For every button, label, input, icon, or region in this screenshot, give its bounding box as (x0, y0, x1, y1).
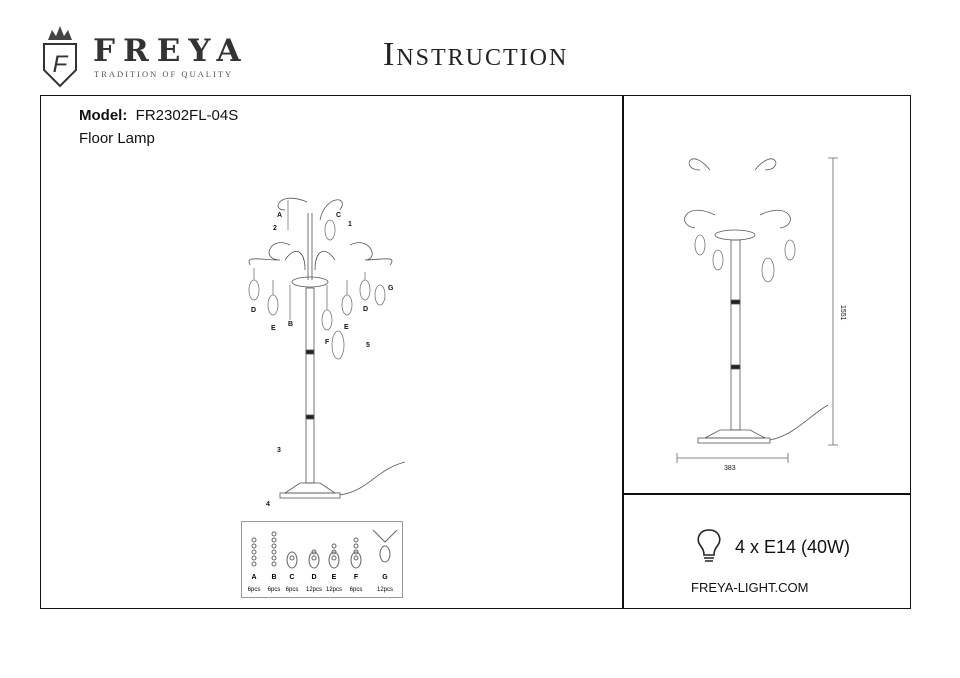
bead (353, 543, 359, 549)
bead (271, 555, 277, 561)
crystal-drop (350, 551, 362, 569)
part-letter: A (251, 574, 256, 581)
height-dimension: 1551 (839, 305, 846, 321)
freya-logo-icon: F (43, 26, 77, 88)
part-letter: G (382, 574, 388, 581)
website-link[interactable]: FREYA-LIGHT.COM (691, 580, 809, 595)
part-letter: C (289, 574, 294, 581)
part-letter: E (332, 574, 337, 581)
bead (353, 537, 359, 543)
part-qty: 6pcs (286, 587, 299, 593)
part-letter: F (354, 574, 359, 581)
crystal-drop (286, 551, 298, 569)
bead (271, 549, 277, 555)
part-b: B 6pcs (268, 531, 281, 593)
svg-text:F: F (53, 51, 69, 78)
part-letter: D (311, 574, 316, 581)
bead (251, 537, 257, 543)
bulb-icon (697, 529, 721, 562)
part-qty: 6pcs (248, 587, 261, 593)
part-qty: 12pcs (326, 587, 342, 593)
assembly-diagram: A C D E B F E D G 1 2 3 4 5 (248, 197, 406, 508)
bead (251, 549, 257, 555)
bead (331, 555, 337, 561)
callout-number: 1 (348, 221, 352, 228)
part-d: D 12pcs (306, 549, 322, 593)
part-qty: 12pcs (377, 587, 393, 593)
bead (331, 549, 337, 555)
part-qty: 6pcs (268, 587, 281, 593)
crystal-label: F (325, 339, 330, 346)
bead (271, 543, 277, 549)
crystal-label: G (388, 285, 394, 292)
crystal-label: A (277, 212, 282, 219)
crystal-label: E (344, 324, 349, 331)
part-g: G 12pcs (372, 529, 398, 593)
callout-number: 3 (277, 447, 281, 454)
crystal-label: D (251, 307, 256, 314)
crystal-drop (328, 551, 340, 569)
model-label: Model: (79, 107, 128, 124)
part-a: A 6pcs (248, 537, 261, 593)
bead (353, 555, 359, 561)
part-c: C 6pcs (286, 551, 299, 593)
horizontal-divider (622, 493, 911, 495)
callout-number: 2 (273, 225, 277, 232)
part-e: E 12pcs (326, 543, 342, 593)
callout-number: 5 (366, 342, 370, 349)
bead (251, 555, 257, 561)
model-line: Model: FR2302FL-04S (79, 107, 238, 125)
dimension-drawing: 1551 383 (676, 157, 846, 472)
bead (331, 543, 337, 549)
parts-box: A 6pcs B 6pcs C 6pcs D 12pcs E 12pcs F 6pcs G 12pcs (241, 521, 403, 598)
bead (311, 549, 317, 555)
vertical-divider (622, 95, 624, 609)
content-frame (40, 95, 911, 609)
crystal-label: B (288, 321, 293, 328)
product-type: Floor Lamp (79, 130, 155, 147)
bead (251, 561, 257, 567)
bead (353, 549, 359, 555)
crystal-label: C (336, 212, 341, 219)
bead (251, 543, 257, 549)
model-value: FR2302FL-04S (135, 107, 239, 124)
part-qty: 12pcs (306, 587, 322, 593)
bead-chain (372, 529, 398, 543)
crystal-label: D (363, 306, 368, 313)
bead (271, 531, 277, 537)
parts-chart: A 6pcs B 6pcs C 6pcs D 12pcs E 12pcs F 6pcs G 12pcs (248, 529, 398, 593)
brand-tagline: TRADITION OF QUALITY (94, 69, 234, 79)
part-letter: B (271, 574, 276, 581)
bulb-spec: 4 x E14 (40W) (735, 537, 851, 557)
crystal-drop (308, 551, 320, 569)
crystal-drop (379, 545, 391, 563)
width-dimension: 383 (724, 465, 736, 472)
bead (271, 537, 277, 543)
bead (289, 555, 295, 561)
part-qty: 6pcs (350, 587, 363, 593)
bead (311, 555, 317, 561)
page-title: Instruction (383, 36, 569, 73)
crystal-label: E (271, 325, 276, 332)
callout-number: 4 (266, 501, 270, 508)
part-f: F 6pcs (350, 537, 363, 593)
bead (271, 561, 277, 567)
brand-name: FREYA (93, 33, 249, 69)
